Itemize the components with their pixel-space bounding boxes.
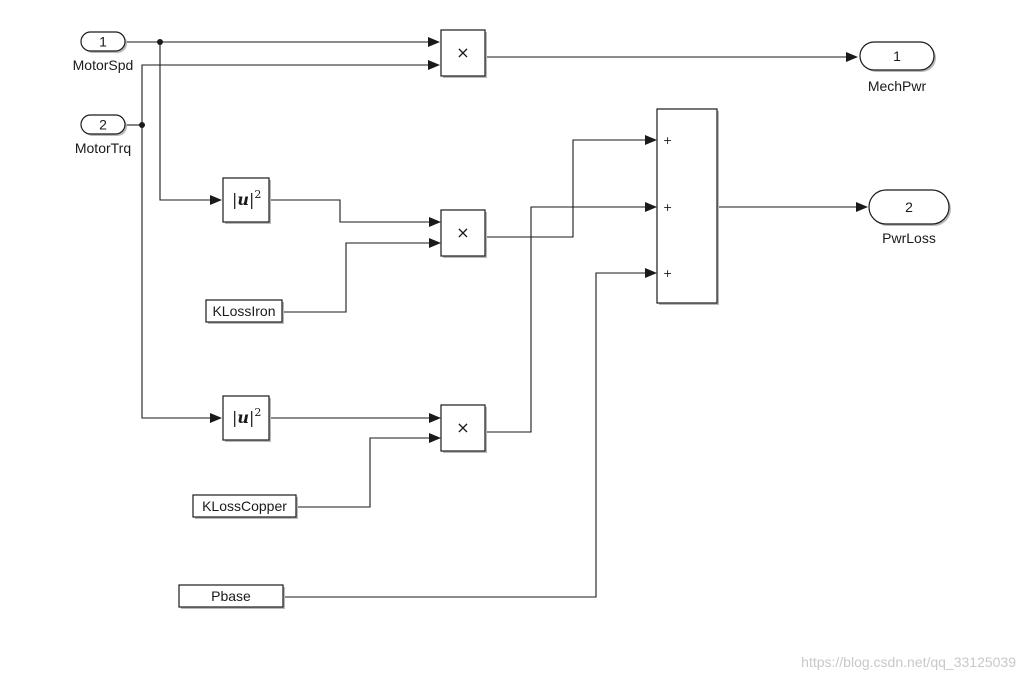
product-block-mechpwr[interactable]: × (440, 29, 487, 78)
arrowhead (210, 413, 222, 423)
arrowhead (645, 135, 657, 145)
branch-point (139, 122, 145, 128)
arrowhead (429, 433, 441, 443)
arrowhead (429, 217, 441, 227)
product-block-copper[interactable]: × (440, 404, 487, 453)
arrowhead (210, 195, 222, 205)
sum-block[interactable]: + + + (656, 108, 719, 305)
wire-product3-sum[interactable] (486, 206, 650, 433)
outport-label: PwrLoss (882, 230, 936, 246)
outport-number: 2 (905, 199, 913, 215)
math-function-text: |u|2 (232, 188, 261, 209)
constant-label: Pbase (211, 588, 251, 604)
product-block-iron[interactable]: × (440, 209, 487, 258)
arrowheads (210, 37, 868, 443)
arrowhead (428, 37, 440, 47)
outport-mechpwr[interactable]: 1 MechPwr (859, 41, 936, 94)
inport-number: 1 (99, 34, 107, 50)
square-block-torque[interactable]: |u|2 (222, 395, 271, 442)
inport-label: MotorTrq (75, 140, 131, 156)
outport-label: MechPwr (868, 78, 927, 94)
constant-block-klosscopper[interactable]: KLossCopper (192, 494, 298, 519)
arrowhead (429, 413, 441, 423)
arrowhead (846, 52, 858, 62)
constant-block-pbase[interactable]: Pbase (178, 584, 285, 609)
square-block-speed[interactable]: |u|2 (222, 177, 271, 224)
multiply-symbol: × (456, 223, 469, 242)
inport-number: 2 (99, 117, 107, 133)
math-function-text: |u|2 (232, 406, 261, 427)
arrowhead (856, 202, 868, 212)
arrowhead (428, 60, 440, 70)
multiply-symbol: × (456, 43, 469, 62)
multiply-symbol: × (456, 418, 469, 437)
sum-sign: + (663, 201, 672, 214)
branch-point (157, 39, 163, 45)
wire-pbase-sum[interactable] (284, 272, 650, 598)
sum-sign: + (663, 267, 672, 280)
wire-product2-sum[interactable] (486, 139, 650, 238)
sum-sign: + (663, 134, 672, 147)
wire-motorspd-square1[interactable] (159, 42, 216, 201)
outport-number: 1 (893, 48, 901, 64)
arrowhead (429, 238, 441, 248)
wire-motortrq-square2[interactable] (141, 125, 216, 419)
constant-label: KLossCopper (202, 498, 287, 514)
inport-motortrq[interactable]: 2 MotorTrq (75, 114, 131, 156)
inport-label: MotorSpd (73, 57, 134, 73)
outport-pwrloss[interactable]: 2 PwrLoss (868, 189, 951, 246)
signal-lines (126, 41, 860, 598)
arrowhead (645, 202, 657, 212)
wire-klossiron-product2[interactable] (284, 242, 434, 313)
wire-square1-product2[interactable] (270, 199, 434, 223)
wire-motortrq-product1[interactable] (141, 64, 436, 125)
watermark-text: https://blog.csdn.net/qq_33125039 (801, 654, 1016, 670)
arrowhead (645, 268, 657, 278)
constant-label: KLossIron (212, 303, 275, 319)
wire-klosscopper-product3[interactable] (298, 437, 434, 508)
constant-block-klossiron[interactable]: KLossIron (205, 299, 284, 324)
inport-motorspd[interactable]: 1 MotorSpd (73, 31, 134, 73)
